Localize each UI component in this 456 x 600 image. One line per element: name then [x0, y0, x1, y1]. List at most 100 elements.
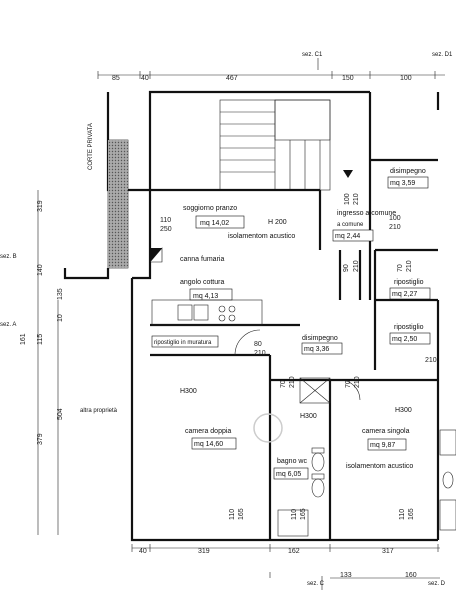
left-dimension-line: 319 140 135 161 115 10 504 379: [20, 190, 64, 535]
dim-top-150: 150: [342, 75, 354, 82]
kitchen-counter: [151, 299, 263, 326]
angolo-cottura-area: mq 4,13: [193, 293, 218, 300]
window-label-110b: 110: [291, 509, 298, 520]
window-label-165a: 165: [238, 508, 245, 520]
soggiorno-area-box: [195, 215, 245, 229]
camera-singola-area: mq 9,87: [370, 442, 395, 449]
dim-left-140: 140: [37, 264, 44, 276]
door-label-100b: 100: [389, 215, 401, 222]
camera-doppia-height: H300: [180, 388, 197, 395]
ripostiglio-1-label: ripostiglio: [394, 279, 424, 286]
section-a-label: sez. A: [0, 322, 16, 328]
dim-left-504: 504: [57, 408, 64, 420]
dim-left-10: 10: [57, 314, 64, 322]
door-label-70b: 70: [280, 380, 287, 388]
ingresso-area-box: [332, 229, 374, 242]
door-label-80: 80: [254, 341, 262, 348]
dim-left-135: 135: [57, 288, 64, 300]
disimpegno-top-label: disimpegno: [390, 168, 426, 175]
section-d1-label: sez. D1: [432, 52, 453, 58]
window-label-110a: 110: [229, 509, 236, 520]
soggiorno-area: mq 14,02: [200, 220, 229, 227]
corte-privata-label: CORTE PRIVATA: [88, 123, 94, 170]
camera-doppia-area-box: [191, 437, 237, 450]
ingresso-area: mq 2,44: [335, 233, 360, 240]
washbasin: [277, 509, 309, 537]
camera-singola-label: camera singola: [362, 428, 410, 435]
camera-doppia-label: camera doppia: [185, 428, 231, 435]
ripostiglio-1-area-box: [389, 287, 431, 300]
door-label-210d: 210: [406, 260, 413, 272]
bottom-dimension-line: 40 319 162 317 133 160: [131, 544, 440, 579]
door-label-210b: 210: [389, 224, 401, 231]
ripostiglio-2-area: mq 2,50: [392, 336, 417, 343]
dim-top-85: 85: [112, 75, 120, 82]
disimpegno-area-box: [301, 342, 343, 355]
door-label-210e: 210: [425, 357, 437, 364]
door-label-210f: 210: [254, 350, 266, 357]
toilet: [311, 447, 325, 498]
ripostiglio-muratura-label: ripostiglio in muratura: [154, 340, 212, 346]
angolo-cottura-label: angolo cottura: [180, 279, 224, 286]
disimpegno-top-area-box: [387, 176, 429, 189]
soggiorno-height: H 200: [268, 219, 287, 226]
dim-bottom-160: 160: [405, 572, 417, 579]
entrance-arrow-icon: [343, 170, 353, 178]
dim-left-379: 379: [37, 433, 44, 445]
door-label-210h: 210: [354, 376, 361, 388]
window-label-165c: 165: [408, 508, 415, 520]
camera-singola-area-box: [367, 438, 407, 451]
door-label-210a: 210: [353, 193, 360, 205]
shower-tray: [299, 377, 331, 404]
soggiorno-note: isolamentom acustico: [228, 233, 295, 240]
dim-bottom-319: 319: [198, 548, 210, 555]
top-dimension-line: 85 40 467 150 100: [97, 71, 445, 82]
ripostiglio-1-area: mq 2,27: [392, 291, 417, 298]
door-label-250: 250: [160, 226, 172, 233]
door-label-100a: 100: [344, 193, 351, 205]
dim-left-161: 161: [20, 333, 27, 345]
door-label-70a: 70: [397, 264, 404, 272]
dim-top-100: 100: [400, 75, 412, 82]
section-b-label: sez. B: [0, 254, 17, 260]
door-label-90: 90: [343, 264, 350, 272]
dim-left-115: 115: [37, 334, 44, 345]
dim-left-319: 319: [37, 200, 44, 212]
ripostiglio-2-area-box: [389, 332, 431, 345]
ingresso-sub: a comune: [337, 222, 364, 228]
ingresso-label: ingresso a comune: [337, 210, 396, 217]
door-swing-2: [339, 379, 361, 401]
dim-top-467: 467: [226, 75, 238, 82]
right-fixtures: [439, 429, 456, 531]
ripostiglio-2-label: ripostiglio: [394, 324, 424, 331]
camera-singola-note: isolamentom acustico: [346, 463, 413, 470]
section-c1-label: sez. C1: [302, 52, 323, 58]
ripostiglio-muratura-box: [151, 335, 219, 348]
disimpegno-top-area: mq 3,59: [390, 180, 415, 187]
soggiorno-label: soggiorno pranzo: [183, 205, 237, 212]
bagno-area: mq 6,05: [276, 471, 301, 478]
bagno-label: bagno wc: [277, 458, 307, 465]
window-label-165b: 165: [300, 508, 307, 520]
dim-bottom-133: 133: [340, 572, 352, 579]
disimpegno-area: mq 3,36: [304, 346, 329, 353]
bagno-area-box: [273, 467, 309, 480]
interior-walls: [150, 158, 438, 540]
dim-bottom-162: 162: [288, 548, 300, 555]
dim-top-40: 40: [141, 75, 149, 82]
door-label-70c: 70: [345, 380, 352, 388]
door-label-210c: 210: [353, 260, 360, 272]
disimpegno-label: disimpegno: [302, 335, 338, 342]
bagno-height: H300: [300, 413, 317, 420]
section-c-label: sez. C: [307, 581, 325, 587]
dim-bottom-317: 317: [382, 548, 394, 555]
canna-fumaria-label: canna fumaria: [180, 256, 224, 263]
dim-bottom-40: 40: [139, 548, 147, 555]
camera-doppia-area: mq 14,60: [194, 441, 223, 448]
door-label-110: 110: [160, 217, 171, 224]
door-label-210g: 210: [289, 376, 296, 388]
window-label-110c: 110: [399, 509, 406, 520]
watermark-icon: [253, 413, 283, 443]
section-d-label: sez. D: [428, 581, 446, 587]
